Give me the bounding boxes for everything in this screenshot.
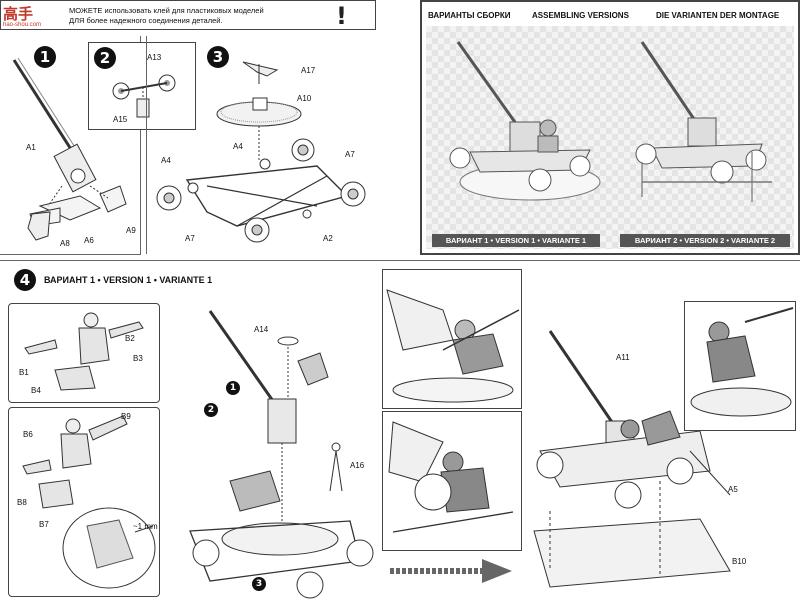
- logo: 高手 hao-shou.com: [3, 3, 41, 28]
- step-4-assembly-drawing: [189, 310, 374, 599]
- versions-header-ru: ВАРИАНТЫ СБОРКИ: [428, 11, 511, 20]
- next-step-arrow-icon: [390, 559, 512, 583]
- gun-barrel-drawing: [12, 57, 127, 241]
- detail-seat-drawing: [690, 307, 794, 417]
- version-1-caption: ВАРИАНТ 1 • VERSION 1 • VARIANTE 1: [432, 234, 600, 247]
- part-label: B1: [19, 368, 29, 377]
- part-label: B4: [31, 386, 41, 395]
- part-label: A15: [113, 115, 128, 124]
- part-label: A10: [297, 94, 312, 103]
- warning-mark: !: [336, 2, 347, 30]
- warning-box: 高手 hao-shou.com МОЖЕТЕ использовать клей…: [0, 0, 376, 30]
- warning-line-1: МОЖЕТЕ использовать клей для пластиковых…: [69, 6, 264, 15]
- part-label: A5: [728, 485, 738, 494]
- sub-step-ref: 1: [226, 381, 240, 395]
- step-2-panel: 2 A13 A15: [88, 42, 196, 130]
- part-label: A14: [254, 325, 269, 334]
- part-label: B3: [133, 354, 143, 363]
- part-label: A17: [301, 66, 316, 75]
- part-label: B6: [23, 430, 33, 439]
- versions-preview-area: [426, 26, 794, 249]
- part-label: A8: [60, 239, 70, 248]
- part-label: A9: [126, 226, 136, 235]
- detail-view-top: [382, 269, 522, 409]
- part-label: A13: [147, 53, 162, 62]
- part-label: B2: [125, 334, 135, 343]
- crew-figure-b-drawing: [22, 415, 156, 589]
- version-2-caption: ВАРИАНТ 2 • VERSION 2 • VARIANTE 2: [620, 234, 790, 247]
- logo-text: 高手: [3, 5, 34, 23]
- step-4-final-drawing: [533, 330, 731, 588]
- part-label: A7: [345, 150, 355, 159]
- versions-header-en: ASSEMBLING VERSIONS: [532, 11, 629, 20]
- crew-figure-a-drawing: [24, 312, 144, 391]
- part-label: B7: [39, 520, 49, 529]
- step-1-panel: 1 A1 A8 A6 A9: [0, 36, 141, 255]
- part-label: A16: [350, 461, 365, 470]
- versions-header-de: DIE VARIANTEN DER MONTAGE: [656, 11, 780, 20]
- traverse-wheels-drawing: [112, 74, 176, 118]
- assembly-versions-panel: ВАРИАНТЫ СБОРКИ ASSEMBLING VERSIONS DIE …: [420, 0, 800, 255]
- sub-step-ref: 2: [204, 403, 218, 417]
- logo-subtext: hao-shou.com: [3, 22, 42, 28]
- step-4-title: ВАРИАНТ 1 • VERSION 1 • VARIANTE 1: [44, 275, 213, 285]
- detail-gunner-drawing: [388, 421, 514, 533]
- part-label: A11: [616, 353, 630, 362]
- part-label: A6: [84, 236, 94, 245]
- detail-view-right: [684, 301, 796, 431]
- step-3-panel: 3 A17 A10 A4 A4 A7 A7 A2: [146, 36, 375, 254]
- detail-view-bottom: [382, 411, 522, 551]
- part-label: A2: [323, 234, 333, 243]
- measure-label: ~1 mm: [133, 522, 158, 531]
- part-label: B8: [17, 498, 27, 507]
- step-2-number: 2: [94, 47, 116, 69]
- version-1-drawing: [449, 41, 601, 201]
- crew-figure-a-box: B2 B1 B3 B4: [8, 303, 160, 403]
- step-4-number: 4: [14, 269, 36, 291]
- chassis-drawing: [156, 61, 366, 243]
- part-label: B9: [121, 412, 131, 421]
- step-4-panel: 4 ВАРИАНТ 1 • VERSION 1 • VARIANTE 1 B2 …: [0, 260, 800, 604]
- version-2-drawing: [635, 41, 772, 202]
- part-label: A1: [26, 143, 36, 152]
- warning-line-2: ДЛЯ более надежного соединения деталей.: [69, 16, 223, 25]
- step-1-number: 1: [34, 46, 56, 68]
- detail-hand-drawing: [386, 289, 520, 403]
- part-label: A4: [233, 142, 243, 151]
- part-label: B10: [732, 557, 747, 566]
- crew-figure-b-box: B9 B6 B8 B7 ~1 mm: [8, 407, 160, 597]
- sub-step-ref: 3: [252, 577, 266, 591]
- part-label: A7: [185, 234, 195, 243]
- part-label: A4: [161, 156, 171, 165]
- step-3-number: 3: [207, 46, 229, 68]
